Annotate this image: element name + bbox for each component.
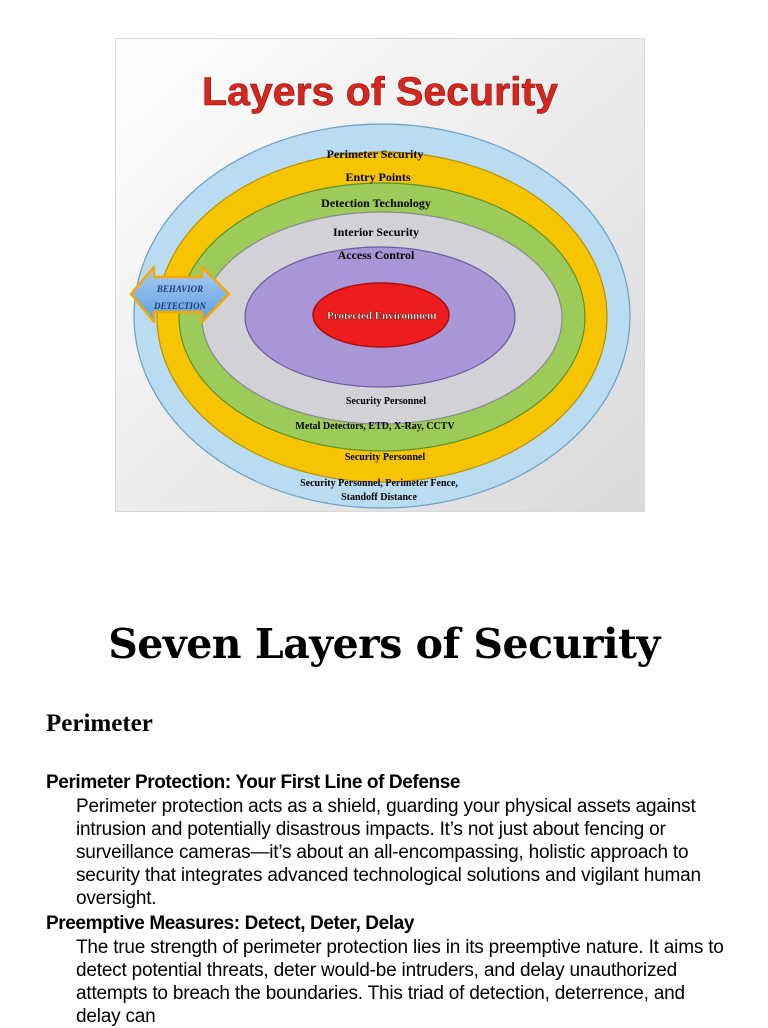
section-heading: Perimeter (46, 710, 153, 737)
label-entry-points: Entry Points (345, 170, 410, 184)
label-protected-environment: Protected Environment (327, 310, 437, 322)
label-detection-technology: Detection Technology (321, 196, 431, 210)
label-interior-personnel: Security Personnel (346, 396, 426, 407)
label-detection-devices: Metal Detectors, ETD, X-Ray, CCTV (295, 421, 455, 432)
document-title: Seven Layers of Security (108, 620, 660, 668)
label-access-control: Access Control (338, 248, 415, 262)
paragraph-perimeter-protection: Perimeter protection acts as a shield, g… (76, 796, 701, 909)
label-perimeter-security: Perimeter Security (327, 147, 424, 161)
paragraph-preemptive-measures: The true strength of perimeter protectio… (76, 937, 724, 1027)
subheading-perimeter-protection: Perimeter Protection: Your First Line of… (46, 772, 461, 793)
label-interior-security: Interior Security (333, 225, 419, 239)
arrow-label-line2: DETECTION (153, 301, 207, 311)
label-perimeter-measures-line2: Standoff Distance (341, 492, 417, 503)
arrow-label-line1: BEHAVIOR (156, 284, 203, 294)
label-entry-personnel: Security Personnel (345, 452, 425, 463)
layers-of-security-diagram: Layers of Security BEHAVIOR DETECTION Pe… (115, 38, 645, 512)
diagram-title: Layers of Security (202, 70, 559, 114)
center-protected-environment (312, 282, 450, 348)
behavior-detection-arrow (129, 265, 231, 324)
subheading-preemptive-measures: Preemptive Measures: Detect, Deter, Dela… (46, 913, 415, 934)
label-perimeter-measures-line1: Security Personnel, Perimeter Fence, (300, 478, 458, 489)
